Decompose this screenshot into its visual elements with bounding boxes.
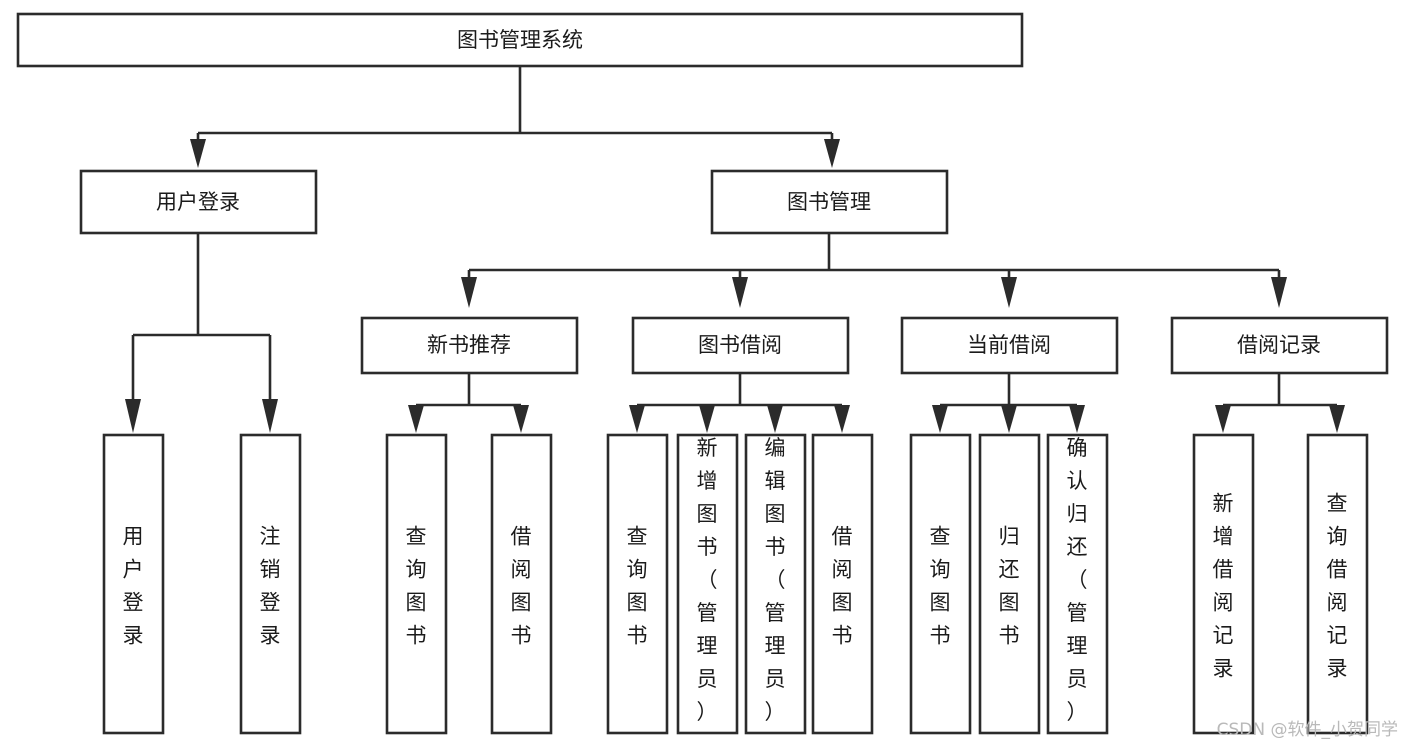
- node-borrow-record[interactable]: 借阅记录: [1170, 316, 1389, 375]
- leaf-query-book-recommend[interactable]: 查询图书: [385, 433, 448, 735]
- arrow-head-leaf-logout: [262, 399, 278, 433]
- leaf-query-book-recommend-label: 查询图书: [406, 525, 427, 648]
- arrow-head-user-login: [190, 139, 206, 168]
- leaf-return-book-box[interactable]: [978, 433, 1041, 735]
- leaf-query-borrow-record[interactable]: 查询借阅记录: [1306, 433, 1369, 735]
- leaf-query-book-recommend-box[interactable]: [385, 433, 448, 735]
- node-book-management-label: 图书管理: [787, 190, 871, 214]
- leaf-borrow-book-borrow-label: 借阅图书: [832, 525, 853, 648]
- csdn-watermark: CSDN @软件_小贺同学: [1217, 720, 1398, 740]
- leaf-add-book-admin-box[interactable]: [676, 433, 739, 735]
- leaf-borrow-book-borrow[interactable]: 借阅图书: [811, 433, 874, 735]
- arrow-head-leaf-borrow-book-1: [513, 405, 529, 433]
- leaf-confirm-return-admin-label: 确认归还（管理员）: [1067, 436, 1088, 724]
- arrow-head-current-borrow: [1001, 277, 1017, 308]
- connectors-book-manage-to-level3: [461, 233, 1287, 308]
- node-book-management-box[interactable]: [710, 169, 949, 235]
- node-root-book-management-system[interactable]: 图书管理系统: [16, 12, 1024, 68]
- leaf-add-borrow-record-box[interactable]: [1192, 433, 1255, 735]
- leaf-user-login-box[interactable]: [102, 433, 165, 735]
- leaf-edit-book-admin-box[interactable]: [744, 433, 807, 735]
- node-new-book-recommend[interactable]: 新书推荐: [360, 316, 579, 375]
- arrow-head-leaf-query-book-2: [629, 405, 645, 433]
- node-user-login-box[interactable]: [79, 169, 318, 235]
- connectors-current-borrow-to-leaves: [932, 373, 1085, 433]
- leaf-query-book-borrow-box[interactable]: [606, 433, 669, 735]
- node-book-borrow-label: 图书借阅: [698, 333, 782, 357]
- arrow-head-leaf-confirm-return: [1069, 405, 1085, 433]
- leaf-edit-book-admin-label: 编辑图书（管理员）: [765, 436, 786, 724]
- arrow-head-leaf-return-book: [1001, 405, 1017, 433]
- leaf-borrow-book-recommend-label: 借阅图书: [511, 525, 532, 648]
- arrow-head-leaf-borrow-book-2: [834, 405, 850, 433]
- arrow-head-book-borrow: [732, 277, 748, 308]
- node-root-box[interactable]: [16, 12, 1024, 68]
- leaf-query-book-current-label: 查询图书: [930, 525, 951, 648]
- leaf-borrow-book-recommend-box[interactable]: [490, 433, 553, 735]
- connectors-new-book-to-leaves: [408, 373, 529, 433]
- node-borrow-record-box[interactable]: [1170, 316, 1389, 375]
- node-current-borrow-box[interactable]: [900, 316, 1119, 375]
- leaf-query-borrow-record-label: 查询借阅记录: [1327, 492, 1348, 681]
- arrow-head-borrow-record: [1271, 277, 1287, 308]
- leaf-add-borrow-record-label: 新增借阅记录: [1213, 492, 1234, 681]
- connectors-book-borrow-to-leaves: [629, 373, 850, 433]
- arrow-head-leaf-user-login: [125, 399, 141, 433]
- node-user-login[interactable]: 用户登录: [79, 169, 318, 235]
- node-book-management[interactable]: 图书管理: [710, 169, 949, 235]
- node-root-label: 图书管理系统: [457, 28, 583, 52]
- arrow-head-leaf-query-record: [1329, 405, 1345, 433]
- leaf-query-book-borrow-label: 查询图书: [627, 525, 648, 648]
- leaf-return-book-label: 归还图书: [999, 525, 1020, 648]
- arrow-head-book-manage: [824, 139, 840, 168]
- leaf-add-book-admin-label: 新增图书（管理员）: [697, 436, 718, 724]
- arrow-head-leaf-query-book-3: [932, 405, 948, 433]
- leaf-add-borrow-record[interactable]: 新增借阅记录: [1192, 433, 1255, 735]
- leaf-confirm-return-admin[interactable]: 确认归还（管理员）: [1046, 433, 1109, 735]
- leaf-query-book-borrow[interactable]: 查询图书: [606, 433, 669, 735]
- connectors-user-login-to-leaves: [125, 233, 278, 433]
- node-new-book-recommend-box[interactable]: [360, 316, 579, 375]
- leaf-query-book-current-box[interactable]: [909, 433, 972, 735]
- node-current-borrow[interactable]: 当前借阅: [900, 316, 1119, 375]
- leaf-edit-book-admin[interactable]: 编辑图书（管理员）: [744, 433, 807, 735]
- arrow-head-leaf-add-book: [699, 405, 715, 433]
- leaf-confirm-return-admin-box[interactable]: [1046, 433, 1109, 735]
- leaf-add-book-admin[interactable]: 新增图书（管理员）: [676, 433, 739, 735]
- arrow-head-leaf-add-record: [1215, 405, 1231, 433]
- node-current-borrow-label: 当前借阅: [967, 333, 1051, 357]
- arrow-head-new-book: [461, 277, 477, 308]
- arrow-head-leaf-edit-book: [767, 405, 783, 433]
- leaf-logout-login[interactable]: 注销登录: [239, 433, 302, 735]
- leaf-return-book[interactable]: 归还图书: [978, 433, 1041, 735]
- leaf-query-book-current[interactable]: 查询图书: [909, 433, 972, 735]
- node-new-book-recommend-label: 新书推荐: [427, 333, 511, 357]
- arrow-head-leaf-query-book-1: [408, 405, 424, 433]
- node-user-login-label: 用户登录: [156, 190, 240, 214]
- node-borrow-record-label: 借阅记录: [1237, 333, 1321, 357]
- connectors-borrow-record-to-leaves: [1215, 373, 1345, 433]
- node-book-borrow[interactable]: 图书借阅: [631, 316, 850, 375]
- node-book-borrow-box[interactable]: [631, 316, 850, 375]
- leaf-logout-login-label: 注销登录: [260, 525, 281, 648]
- connectors-root-to-level2: [190, 66, 840, 168]
- leaf-user-login[interactable]: 用户登录: [102, 433, 165, 735]
- leaf-user-login-label: 用户登录: [123, 525, 144, 648]
- leaf-query-borrow-record-box[interactable]: [1306, 433, 1369, 735]
- leaf-borrow-book-borrow-box[interactable]: [811, 433, 874, 735]
- leaf-logout-login-box[interactable]: [239, 433, 302, 735]
- leaf-borrow-book-recommend[interactable]: 借阅图书: [490, 433, 553, 735]
